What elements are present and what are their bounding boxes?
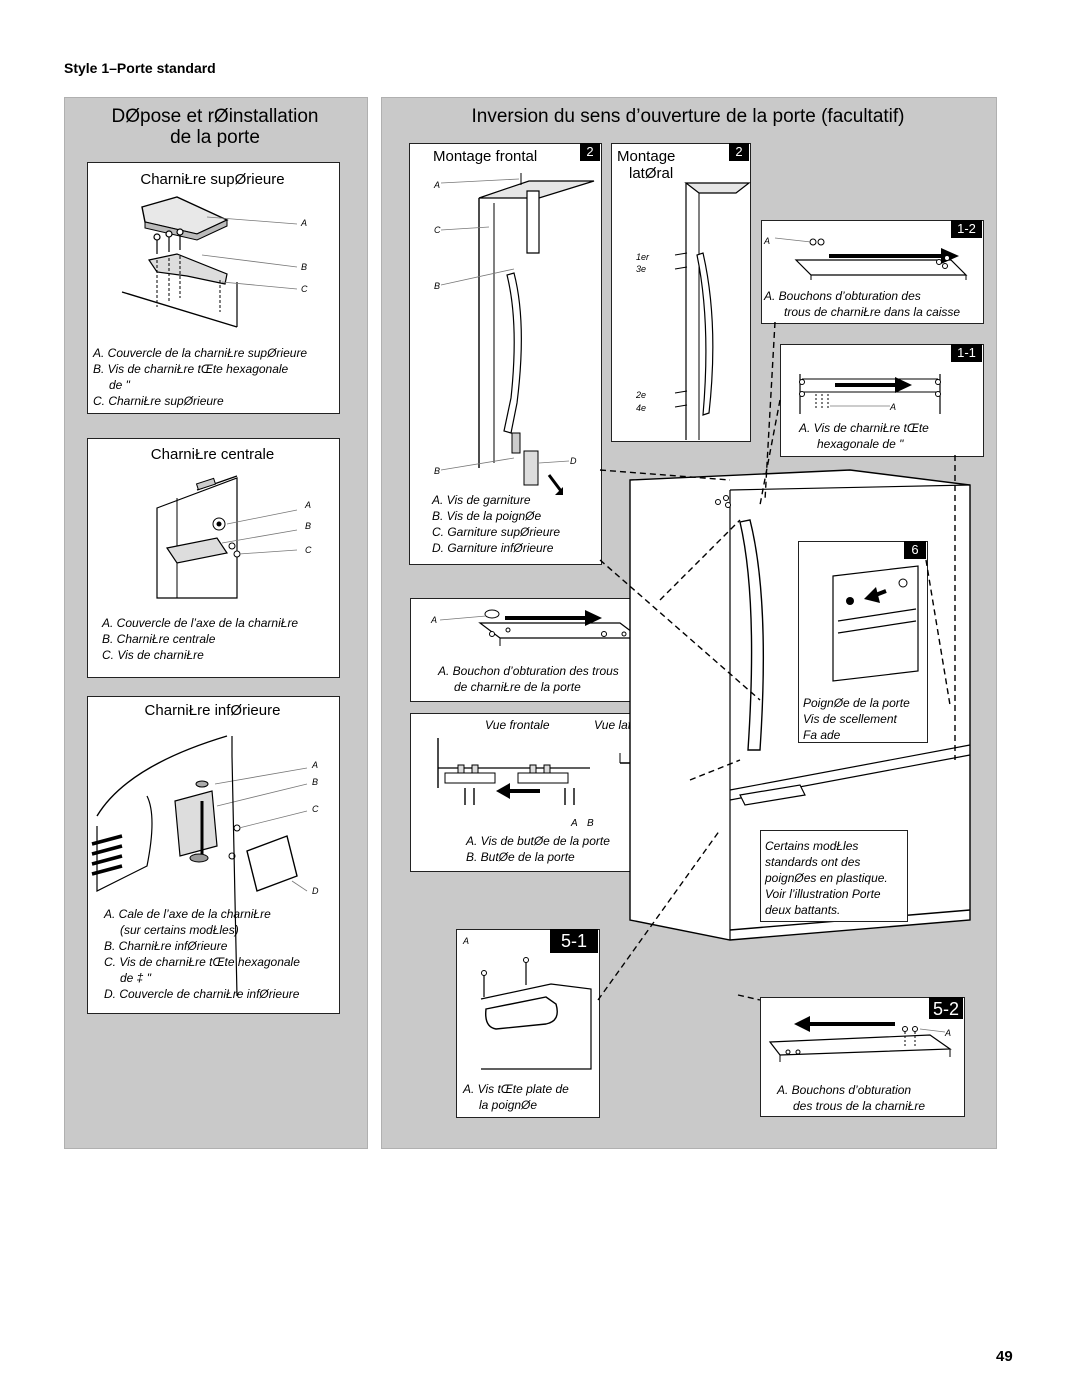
step-1-1-badge: 1-1 — [951, 344, 982, 362]
section-label: Style 1–Porte standard — [64, 60, 216, 76]
step-1-1-captions: A. Vis de charniŁre tŒte hexagonale de " — [799, 421, 929, 451]
step-5-1-captions: A. Vis tŒte plate de la poignØe — [463, 1082, 569, 1112]
front-mount-callout-c: C — [434, 225, 441, 235]
step-6-badge: 6 — [904, 541, 926, 559]
side-mount-label-1er: 1er — [636, 252, 650, 262]
bottom-hinge-illustration — [91, 735, 308, 997]
front-mount-step-badge: 2 — [580, 143, 600, 161]
page-number: 49 — [996, 1348, 1013, 1365]
bottom-hinge-callout-c: C — [312, 804, 319, 814]
side-mount-step-badge: 2 — [729, 143, 749, 161]
bottom-hinge-callout-d: D — [312, 886, 319, 896]
step-5-1-callout-a: A — [463, 936, 470, 946]
bottom-hinge-title: CharniŁre infØrieure — [144, 702, 281, 719]
front-mount-callout-b-bottom: B — [434, 466, 441, 476]
bottom-hinge-callout-b: B — [312, 777, 319, 787]
front-mount-callout-d: D — [570, 456, 577, 466]
step-1-1-illustration — [799, 374, 941, 414]
step-3-callout-a: A — [431, 615, 438, 625]
bottom-hinge-captions: A. Cale de l’axe de la charniŁre (sur ce… — [104, 907, 300, 1001]
side-mount-label-2e: 2e — [636, 390, 647, 400]
step-4-captions: A. Vis de butØe de la porte B. ButØe de … — [466, 834, 610, 864]
side-mount-label-3e: 3e — [636, 264, 647, 274]
center-hinge-illustration — [156, 475, 298, 599]
side-mount-label-4e: 4e — [636, 403, 647, 413]
step-4-callout-b: B — [587, 818, 594, 829]
step-4-callout-a: A — [571, 818, 578, 829]
front-mount-callout-b-top: B — [434, 281, 441, 291]
step-5-2-illustration — [768, 1016, 952, 1062]
step-5-2-captions: A. Bouchons d’obturation des trous de la… — [777, 1083, 926, 1113]
top-hinge-callout-c: C — [301, 284, 308, 294]
note-text: Certains modŁles standards ont des poign… — [765, 839, 888, 917]
step-4-view-front: Vue frontale — [485, 718, 550, 732]
step-1-1-box — [780, 344, 984, 457]
front-mount-title: Montage frontal — [433, 148, 538, 165]
step-4-illustration — [437, 738, 665, 805]
step-1-2-callout-a: A — [764, 236, 771, 246]
side-mount-title: Montage latØral — [617, 148, 676, 182]
top-hinge-callout-b: B — [301, 262, 308, 272]
step-5-1-illustration — [480, 957, 592, 1070]
note-box — [760, 830, 908, 922]
center-hinge-title: CharniŁre centrale — [150, 446, 275, 463]
center-hinge-callout-c: C — [305, 545, 312, 555]
step-3-captions: A. Bouchon d’obturation des trous de cha… — [438, 664, 619, 694]
top-hinge-title: CharniŁre supØrieure — [140, 171, 285, 188]
step-1-2-badge: 1-2 — [951, 220, 982, 238]
step-1-2-illustration — [774, 237, 968, 280]
step-1-2-captions: A. Bouchons d’obturation des trous de ch… — [764, 289, 961, 319]
step-5-1-badge: 5-1 — [550, 929, 598, 953]
center-hinge-captions: A. Couvercle de l’axe de la charniŁre B.… — [102, 616, 299, 662]
left-panel-title: DØpose et rØinstallation de la porte — [111, 106, 319, 148]
center-hinge-callout-a: A — [305, 500, 312, 510]
center-hinge-callout-b: B — [305, 521, 312, 531]
step-6-illustration — [832, 565, 919, 682]
top-hinge-captions: A. Couvercle de la charniŁre supØrieure … — [93, 346, 308, 408]
front-mount-callout-a: A — [434, 180, 441, 190]
right-panel-title: Inversion du sens d’ouverture de la port… — [471, 106, 905, 127]
step-1-1-callout-a: A — [890, 402, 897, 412]
front-mount-illustration — [440, 173, 595, 495]
top-hinge-callout-a: A — [301, 218, 308, 228]
front-mount-captions: A. Vis de garniture B. Vis de la poignØe… — [432, 493, 561, 555]
front-mount-box — [409, 143, 602, 565]
top-hinge-illustration — [121, 196, 298, 328]
step-5-2-badge: 5-2 — [929, 997, 963, 1019]
step-5-2-callout-a: A — [945, 1028, 952, 1038]
top-hinge-box — [87, 162, 340, 414]
bottom-hinge-callout-a: A — [312, 760, 319, 770]
step-3-box — [410, 598, 663, 702]
side-mount-illustration — [674, 182, 751, 440]
step-6-captions: PoignØe de la porte Vis de scellement Fa… — [803, 696, 910, 742]
